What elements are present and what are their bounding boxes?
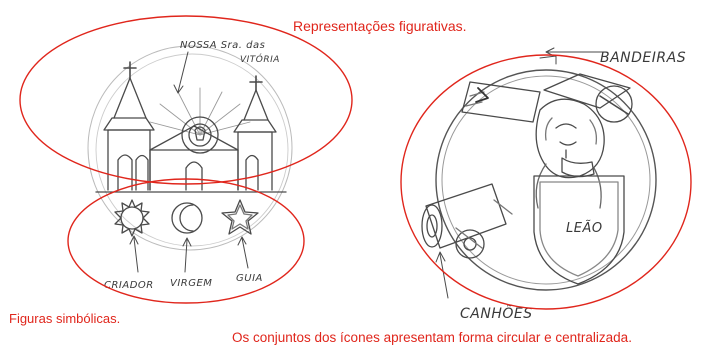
annotation-ellipses xyxy=(19,15,692,310)
church-title-label-2: VITÓRIA xyxy=(240,53,280,65)
figurative-caption: Representações figurativas. xyxy=(293,18,467,34)
cannon-sketch xyxy=(421,183,513,259)
star-symbol-sketch xyxy=(221,199,259,235)
shield-sketch xyxy=(533,175,625,285)
lion-figure-sketch xyxy=(535,98,605,209)
figurative-ellipse-left xyxy=(19,15,353,185)
church-title-label-1: NOSSA Sra. das xyxy=(180,40,265,51)
summary-caption: Os conjuntos dos ícones apresentam forma… xyxy=(232,330,632,345)
cannons-label: CANHÕES xyxy=(460,305,533,322)
lion-emblem-sketch xyxy=(421,47,657,299)
creator-label: CRIADOR xyxy=(104,280,154,291)
virgin-label: VIRGEM xyxy=(170,278,212,289)
guide-label: GUIA xyxy=(236,273,263,284)
moon-symbol-sketch xyxy=(171,202,203,234)
flags-sketch xyxy=(461,55,633,123)
church-emblem-sketch xyxy=(87,45,293,273)
symbolic-ellipse xyxy=(67,178,305,304)
sun-symbol-sketch xyxy=(114,199,150,237)
symbolic-caption: Figuras simbólicas. xyxy=(9,311,121,326)
figurative-ellipse-right xyxy=(400,54,692,310)
lion-label: LEÃO xyxy=(566,220,603,236)
flags-label: BANDEIRAS xyxy=(600,50,686,66)
halo-rays xyxy=(149,87,251,136)
